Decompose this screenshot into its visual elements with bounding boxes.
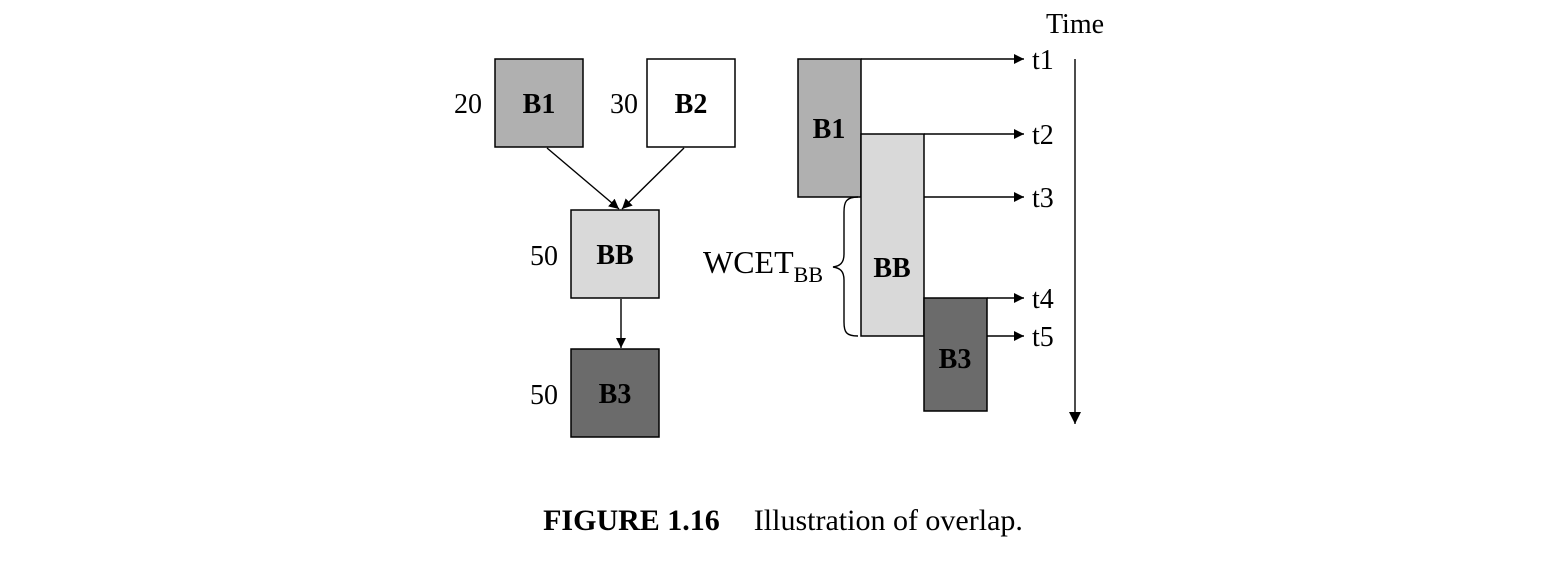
tick-label-t5: t5 — [1032, 322, 1054, 353]
figure-number: FIGURE 1.16 — [543, 504, 720, 537]
timeline-bar-bb: BB — [860, 133, 925, 337]
timeline-bar-b3: B3 — [923, 297, 988, 412]
tick-label-t4: t4 — [1032, 284, 1054, 315]
cfg-node-bb-label: BB — [596, 240, 633, 271]
cfg-node-b3-label: B3 — [599, 379, 632, 410]
cfg-node-b1-cost: 20 — [454, 89, 482, 120]
tick-label-t1: t1 — [1032, 45, 1054, 76]
edge-b1-to-bb — [546, 147, 620, 210]
tick-label-t3: t3 — [1032, 183, 1054, 214]
timeline-bar-b3-label: B3 — [939, 344, 972, 375]
cfg-node-bb-cost: 50 — [530, 241, 558, 272]
cfg-node-bb: BB 50 — [530, 209, 660, 299]
time-axis-label: Time — [1046, 9, 1104, 40]
cfg-node-b3-cost: 50 — [530, 380, 558, 411]
timeline-diagram: Time B1 BB B3 t1 t2 t3 t4 t5 WCETBB — [703, 9, 1104, 424]
figure-caption: FIGURE 1.16 Illustration of overlap. — [0, 504, 1566, 538]
edge-b2-to-bb — [621, 147, 685, 210]
cfg-node-b2-label: B2 — [675, 89, 708, 120]
tick-label-t2: t2 — [1032, 120, 1054, 151]
figure-caption-text: Illustration of overlap. — [753, 504, 1023, 537]
wcet-label-sub: BB — [794, 262, 823, 287]
timeline-bar-b1: B1 — [797, 58, 862, 198]
cfg-node-b2-cost: 30 — [610, 89, 638, 120]
control-flow-graph: B1 20 B2 30 BB 50 B3 50 — [454, 58, 736, 438]
timeline-bar-bb-label: BB — [873, 253, 910, 284]
wcet-label: WCETBB — [703, 244, 823, 287]
timeline-bar-b1-label: B1 — [813, 114, 846, 145]
cfg-node-b2: B2 30 — [610, 58, 736, 148]
cfg-node-b1: B1 20 — [454, 58, 584, 148]
cfg-node-b1-label: B1 — [523, 89, 556, 120]
wcet-brace — [832, 196, 859, 337]
wcet-label-main: WCET — [703, 244, 794, 280]
cfg-node-b3: B3 50 — [530, 348, 660, 438]
